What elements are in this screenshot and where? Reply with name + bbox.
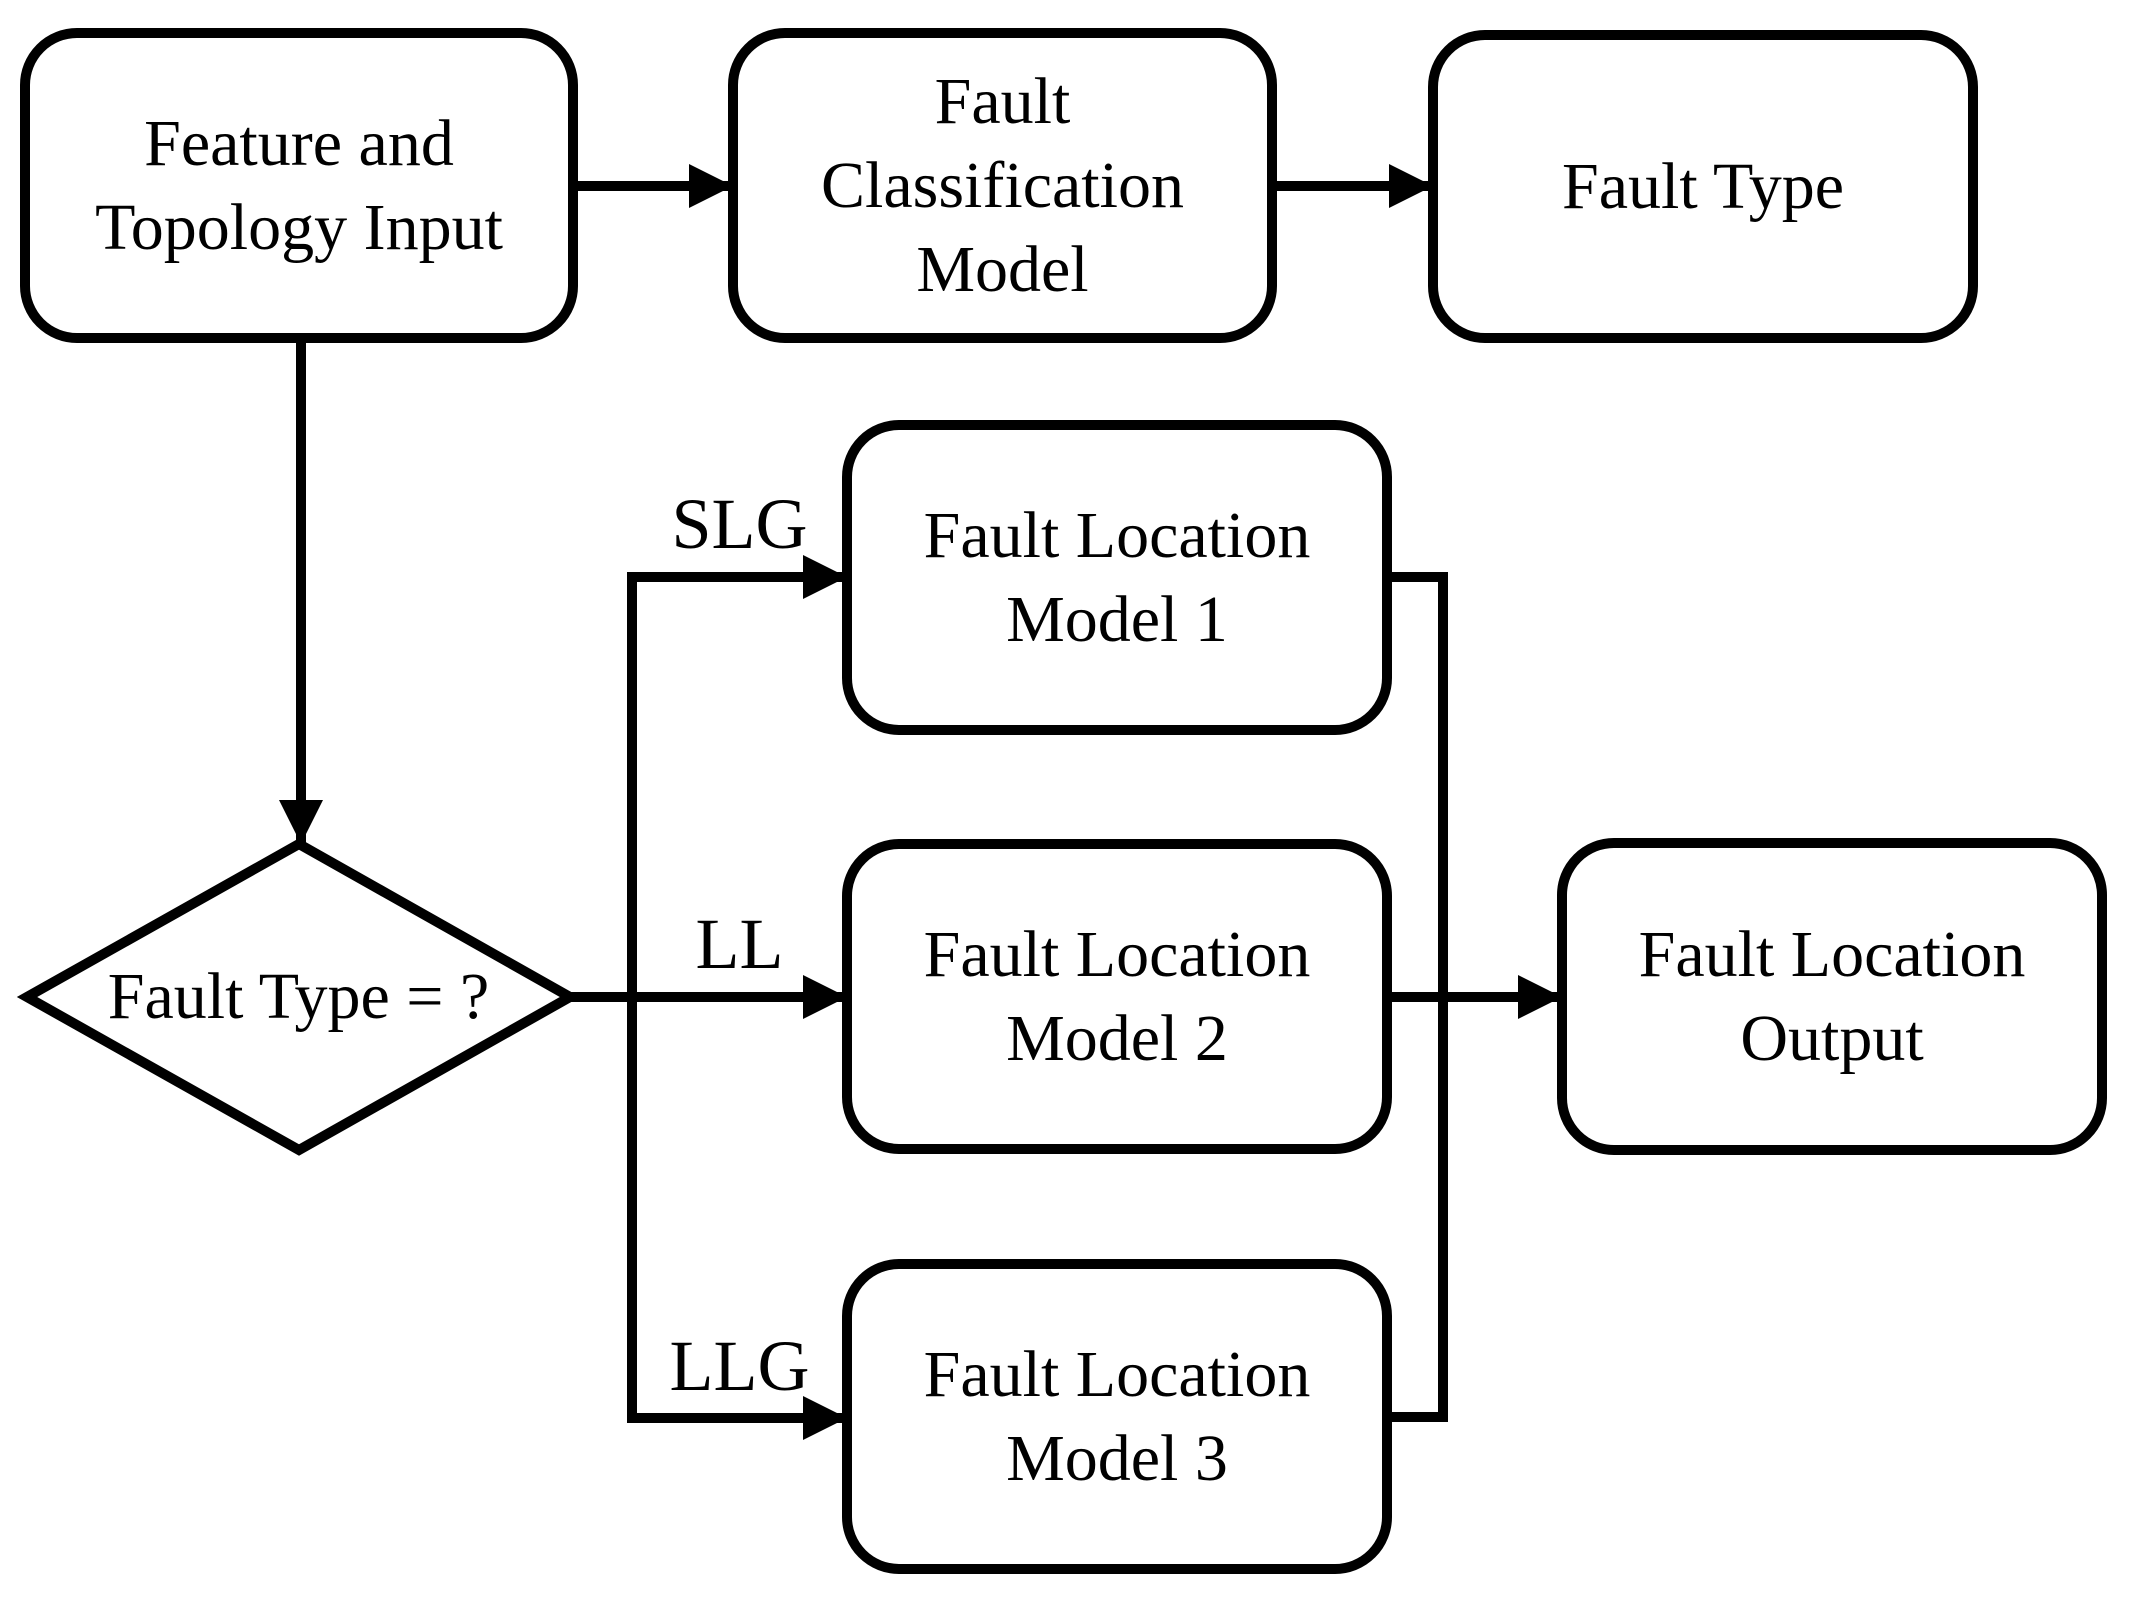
- fault-location-output-box: [1557, 838, 2107, 1155]
- fault-location-model-3-box: [842, 1259, 1392, 1574]
- fault-type-box: [1428, 30, 1978, 343]
- fault-classification-model-box: [728, 28, 1277, 343]
- fault-location-model-2-box: [842, 839, 1392, 1154]
- feature-topology-input-box: [20, 28, 578, 343]
- fault-type-decision-diamond: [16, 838, 581, 1156]
- fault-location-model-1-box: [842, 420, 1392, 735]
- arrow-llg-to-model3: [627, 997, 847, 1440]
- arrow-slg-to-model1: [627, 555, 847, 997]
